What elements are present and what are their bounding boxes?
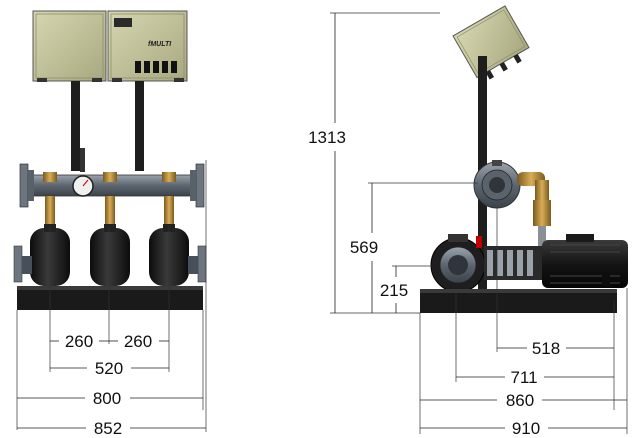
pump-volute <box>430 234 486 293</box>
control-panel-right: fMULTI <box>107 10 188 82</box>
dimension-lines-front <box>17 340 206 429</box>
extension-lines-side <box>330 12 628 434</box>
dim-inlet-offset: 711 <box>510 368 537 387</box>
dim-manifold-height: 569 <box>350 238 378 257</box>
dim-overall-height: 1313 <box>308 128 346 147</box>
dim-outer-pumps: 520 <box>95 359 123 378</box>
dim-overall-depth: 910 <box>512 419 540 438</box>
control-panel-left <box>32 10 107 82</box>
side-view: 1313 569 215 518 711 860 910 <box>308 5 628 438</box>
front-view: fMULTI <box>13 10 207 438</box>
dim-base-width: 800 <box>93 389 121 408</box>
dim-discharge-offset: 518 <box>532 339 560 358</box>
brand-label: fMULTI <box>148 41 172 48</box>
pump-stages <box>484 246 542 280</box>
base-frame <box>17 286 203 310</box>
dimension-lines-side <box>334 13 627 429</box>
dim-base-depth: 860 <box>506 391 534 410</box>
valve-handle-icon <box>476 236 482 248</box>
dim-pitch-left: 260 <box>65 332 93 351</box>
pump-2 <box>90 224 130 286</box>
dim-pitch-right: 260 <box>124 332 152 351</box>
extension-lines-front <box>16 160 207 432</box>
dim-pump-inlet-height: 215 <box>380 281 408 300</box>
pressure-gauge-icon <box>72 148 94 197</box>
base-frame-side <box>420 289 617 313</box>
panel-switches <box>135 61 177 73</box>
support-post-left <box>71 81 80 171</box>
pump-motor <box>542 234 628 288</box>
manifold-end-flange <box>473 160 521 209</box>
brass-riser <box>517 172 551 248</box>
control-panel-side <box>452 5 530 80</box>
dim-overall-width: 852 <box>94 419 122 438</box>
brass-fittings <box>43 172 176 226</box>
support-post-right <box>135 81 144 171</box>
